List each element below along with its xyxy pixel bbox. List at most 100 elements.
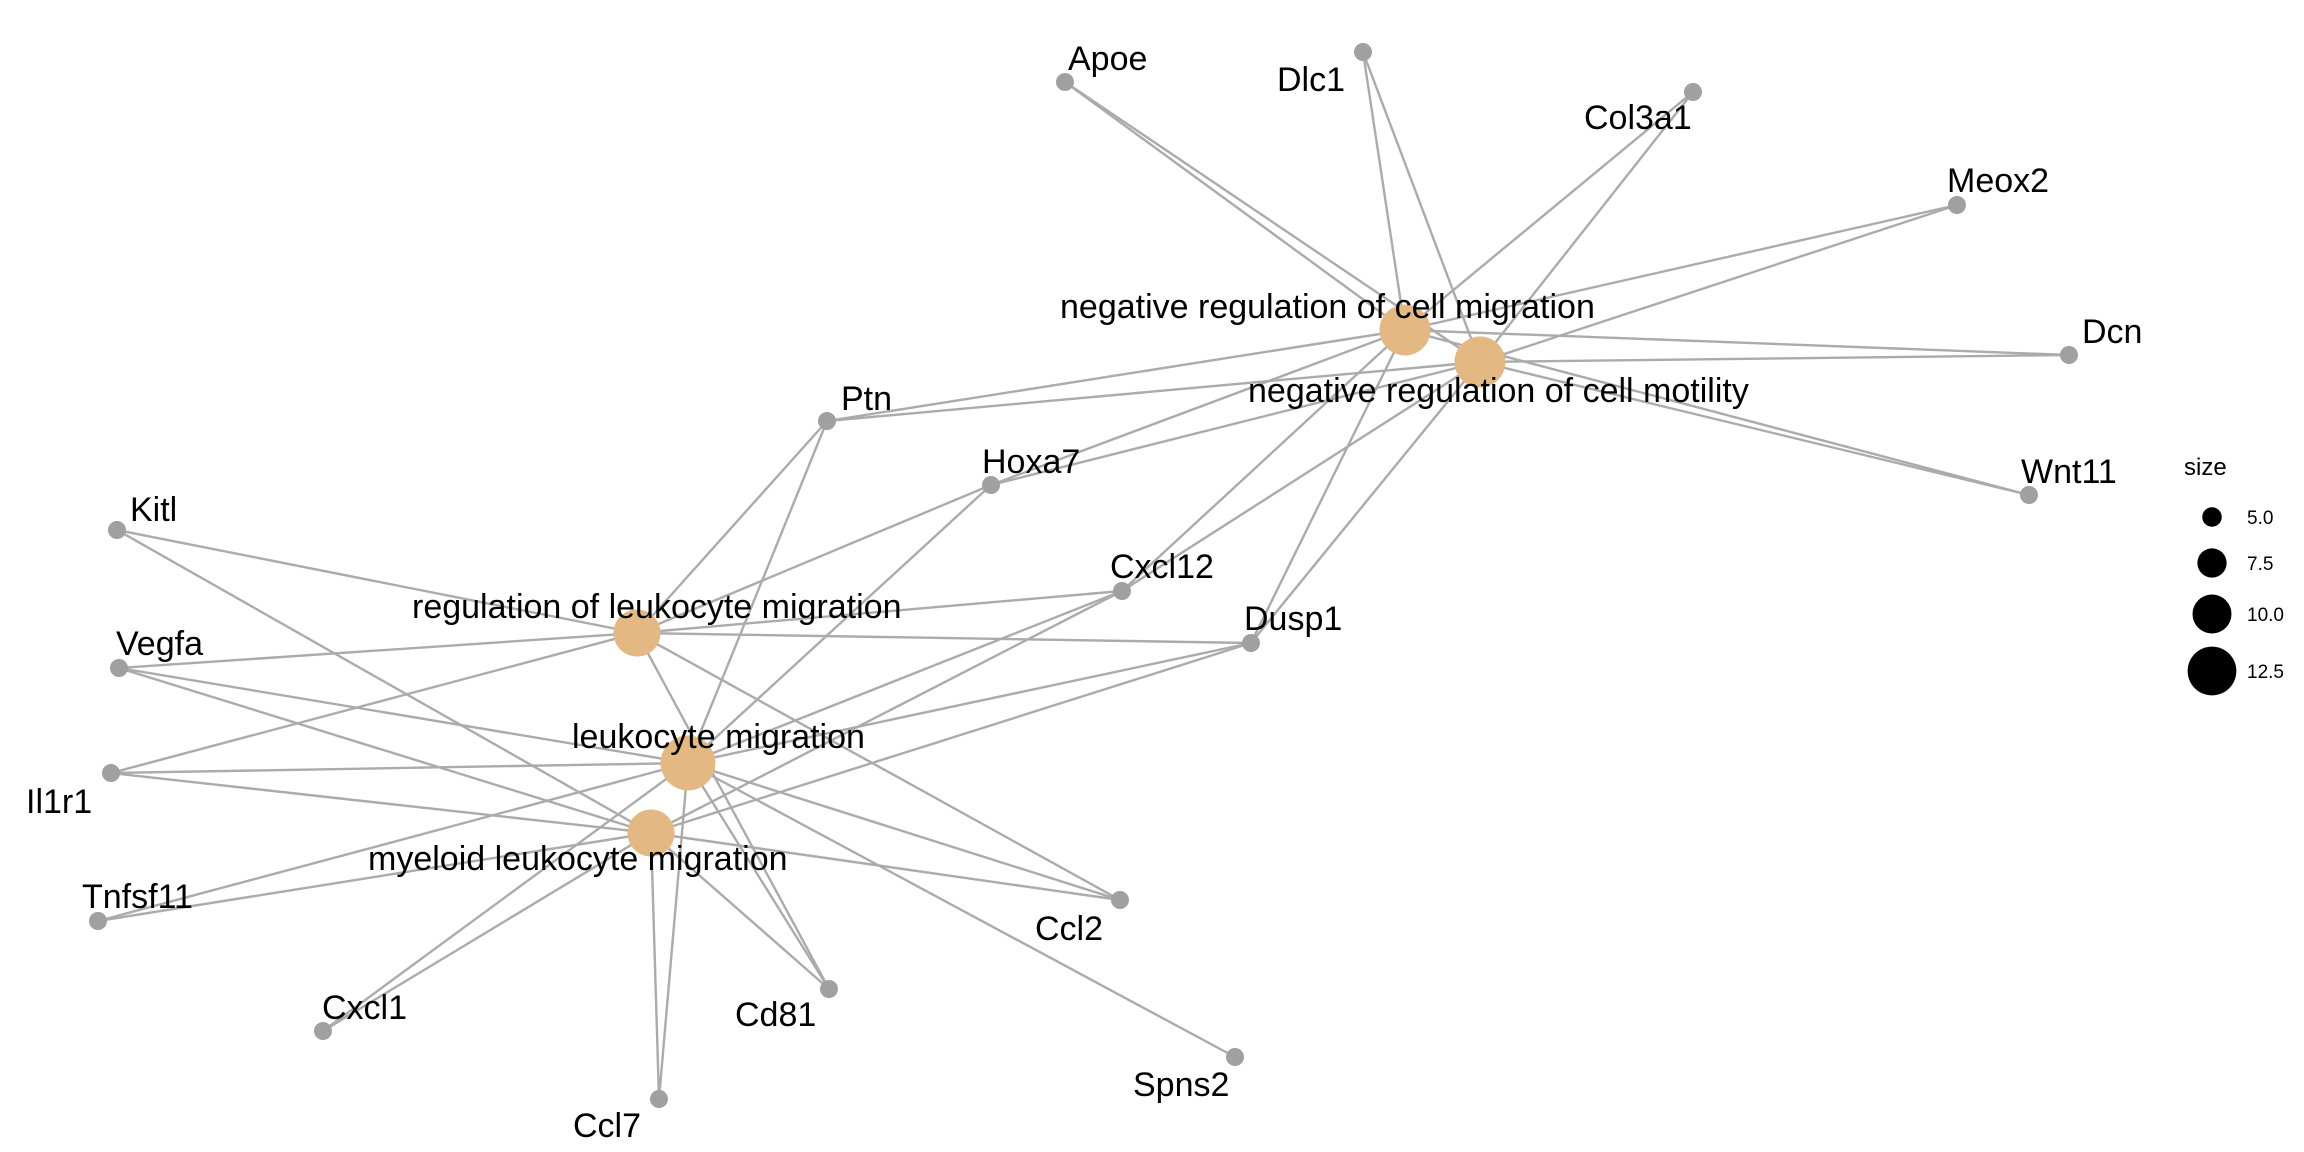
edge-regulation-of-leukocyte-migration-cd81 [635,632,831,990]
edge-negative-regulation-of-cell-migration-wnt11 [1404,328,2030,497]
legend-dot-3 [2187,646,2237,696]
gene-node-cd81 [820,980,838,998]
edge-leukocyte-migration-vegfa [118,666,689,765]
gene-label-ccl2: Ccl2 [1035,910,1103,948]
legend-title: size [2184,454,2227,481]
edge-leukocyte-migration-hoxa7 [687,484,992,764]
gene-node-dusp1 [1242,634,1260,652]
edge-regulation-of-leukocyte-migration-il1r1 [110,631,638,775]
edge-myeloid-leukocyte-migration-cd81 [650,832,830,990]
edge-regulation-of-leukocyte-migration-ccl2 [636,631,1121,902]
category-label-negative-regulation-of-cell-motility: negative regulation of cell motility [1248,372,1749,410]
edge-negative-regulation-of-cell-migration-dusp1 [1249,329,1407,644]
gene-label-cd81: Cd81 [735,996,816,1034]
edge-myeloid-leukocyte-migration-cxcl12 [650,589,1123,835]
gene-label-il1r1: Il1r1 [26,783,92,821]
edge-myeloid-leukocyte-migration-il1r1 [110,771,652,835]
edge-negative-regulation-of-cell-motility-meox2 [1479,203,1958,364]
edge-negative-regulation-of-cell-motility-dlc1 [1361,51,1482,363]
legend-dot-2 [2192,594,2232,634]
gene-node-col3a1 [1684,83,1702,101]
gene-node-kitl [108,521,126,539]
legend-label-3: 12.5 [2247,662,2284,683]
category-label-myeloid-leukocyte-migration: myeloid leukocyte migration [368,840,788,878]
gene-node-dlc1 [1354,43,1372,61]
gene-label-spns2: Spns2 [1133,1066,1229,1104]
legend-dot-0 [2202,507,2222,527]
legend-label-2: 10.0 [2247,605,2284,626]
edge-negative-regulation-of-cell-motility-dcn [1479,353,2070,364]
gene-label-apoe: Apoe [1068,40,1147,78]
gene-label-tnfsf11: Tnfsf11 [82,878,193,916]
edge-negative-regulation-of-cell-motility-cxcl12 [1121,360,1481,593]
gene-label-dlc1: Dlc1 [1277,61,1345,99]
category-node-negative-regulation-of-cell-migration [1379,304,1431,356]
edge-myeloid-leukocyte-migration-ccl7 [649,832,661,1100]
edge-myeloid-leukocyte-migration-cxcl1 [322,831,652,1033]
edge-regulation-of-leukocyte-migration-vegfa [118,631,638,670]
edge-leukocyte-migration-ccl7 [657,762,690,1100]
edge-leukocyte-migration-cxcl1 [322,762,689,1032]
edge-leukocyte-migration-il1r1 [110,761,689,775]
gene-node-meox2 [1948,196,1966,214]
gene-label-hoxa7: Hoxa7 [982,443,1080,481]
edge-leukocyte-migration-spns2 [687,761,1236,1059]
gene-node-hoxa7 [982,476,1000,494]
category-label-leukocyte-migration: leukocyte migration [572,718,865,756]
edge-leukocyte-migration-cxcl12 [687,589,1123,765]
category-label-negative-regulation-of-cell-migration: negative regulation of cell migration [1060,288,1595,326]
gene-label-kitl: Kitl [130,491,177,529]
edge-myeloid-leukocyte-migration-kitl [116,528,652,835]
category-node-regulation-of-leukocyte-migration [613,609,661,657]
edge-regulation-of-leukocyte-migration-cxcl12 [636,589,1123,635]
edge-negative-regulation-of-cell-migration-dlc1 [1361,51,1407,331]
gene-node-spns2 [1226,1048,1244,1066]
edge-leukocyte-migration-dusp1 [687,641,1252,765]
size-legend: size 5.0 7.5 10.0 12.5 [2184,454,2284,696]
edge-negative-regulation-of-cell-motility-hoxa7 [990,360,1481,487]
network-edges [97,51,2070,1100]
edge-leukocyte-migration-ptn [686,420,829,764]
legend-dot-1 [2197,548,2227,578]
gene-label-ccl7: Ccl7 [573,1107,641,1145]
edge-myeloid-leukocyte-migration-tnfsf11 [97,831,652,923]
gene-label-meox2: Meox2 [1947,162,2049,200]
edge-negative-regulation-of-cell-migration-apoe [1064,81,1406,331]
gene-node-tnfsf11 [89,912,107,930]
edge-leukocyte-migration-ccl2 [687,761,1121,902]
edge-regulation-of-leukocyte-migration-kitl [116,528,638,635]
legend-label-1: 7.5 [2247,554,2273,575]
gene-node-wnt11 [2020,486,2038,504]
edge-leukocyte-migration-tnfsf11 [97,761,689,923]
gene-node-il1r1 [102,764,120,782]
gene-node-dcn [2060,346,2078,364]
edge-regulation-of-leukocyte-migration-ptn [636,420,828,634]
edge-negative-regulation-of-cell-migration-hoxa7 [990,328,1406,487]
network-labels: ApoeDlc1Col3a1Meox2DcnWnt11PtnHoxa7Cxcl1… [26,40,2142,1145]
edge-regulation-of-leukocyte-migration-hoxa7 [636,483,992,635]
gene-label-col3a1: Col3a1 [1584,99,1692,137]
edge-negative-regulation-of-cell-migration-meox2 [1404,203,1958,332]
gene-node-cxcl12 [1113,582,1131,600]
gene-node-ccl2 [1111,891,1129,909]
gene-label-vegfa: Vegfa [116,625,203,663]
network-nodes [89,43,2078,1108]
gene-label-wnt11: Wnt11 [2021,453,2117,491]
edge-negative-regulation-of-cell-migration-dcn [1404,328,2070,357]
gene-node-ccl7 [650,1090,668,1108]
edge-myeloid-leukocyte-migration-dusp1 [650,641,1252,835]
legend-label-0: 5.0 [2247,508,2273,529]
category-label-regulation-of-leukocyte-migration: regulation of leukocyte migration [412,588,902,626]
edge-negative-regulation-of-cell-migration-ptn [826,328,1406,423]
edge-regulation-of-leukocyte-migration-dusp1 [636,631,1252,645]
gene-node-apoe [1056,73,1074,91]
edge-negative-regulation-of-cell-motility-col3a1 [1479,91,1694,363]
edge-negative-regulation-of-cell-motility-dusp1 [1250,361,1481,644]
category-node-myeloid-leukocyte-migration [627,809,675,857]
gene-label-dcn: Dcn [2082,313,2142,351]
category-node-leukocyte-migration [660,735,716,791]
category-node-negative-regulation-of-cell-motility [1454,336,1506,388]
gene-node-cxcl1 [314,1022,332,1040]
gene-node-vegfa [110,659,128,677]
